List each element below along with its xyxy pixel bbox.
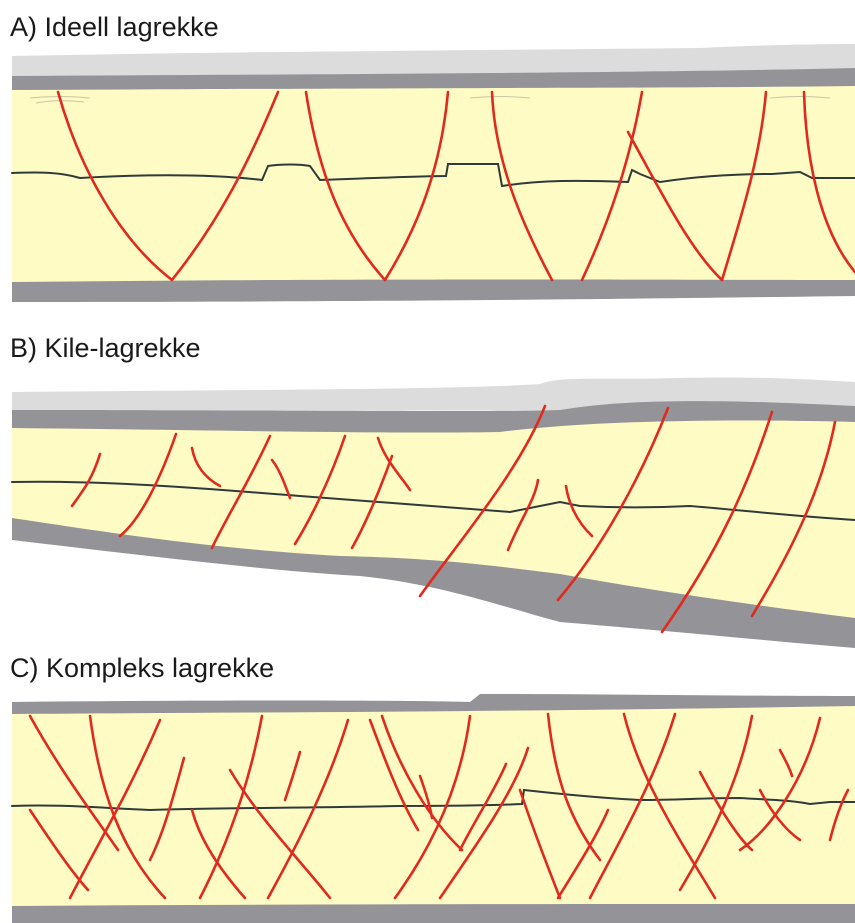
sand-body <box>12 706 855 908</box>
panel-b-title: B) Kile-lagrekke <box>10 333 201 364</box>
panel-b-diagram <box>0 370 855 660</box>
panel-a-diagram <box>0 40 855 305</box>
lower-dark-layer <box>12 280 855 303</box>
panel-c-title: C) Kompleks lagrekke <box>10 653 274 684</box>
panel-a-title: A) Ideell lagrekke <box>10 12 219 43</box>
lower-dark-layer <box>12 904 855 923</box>
panel-c-diagram <box>0 690 855 923</box>
